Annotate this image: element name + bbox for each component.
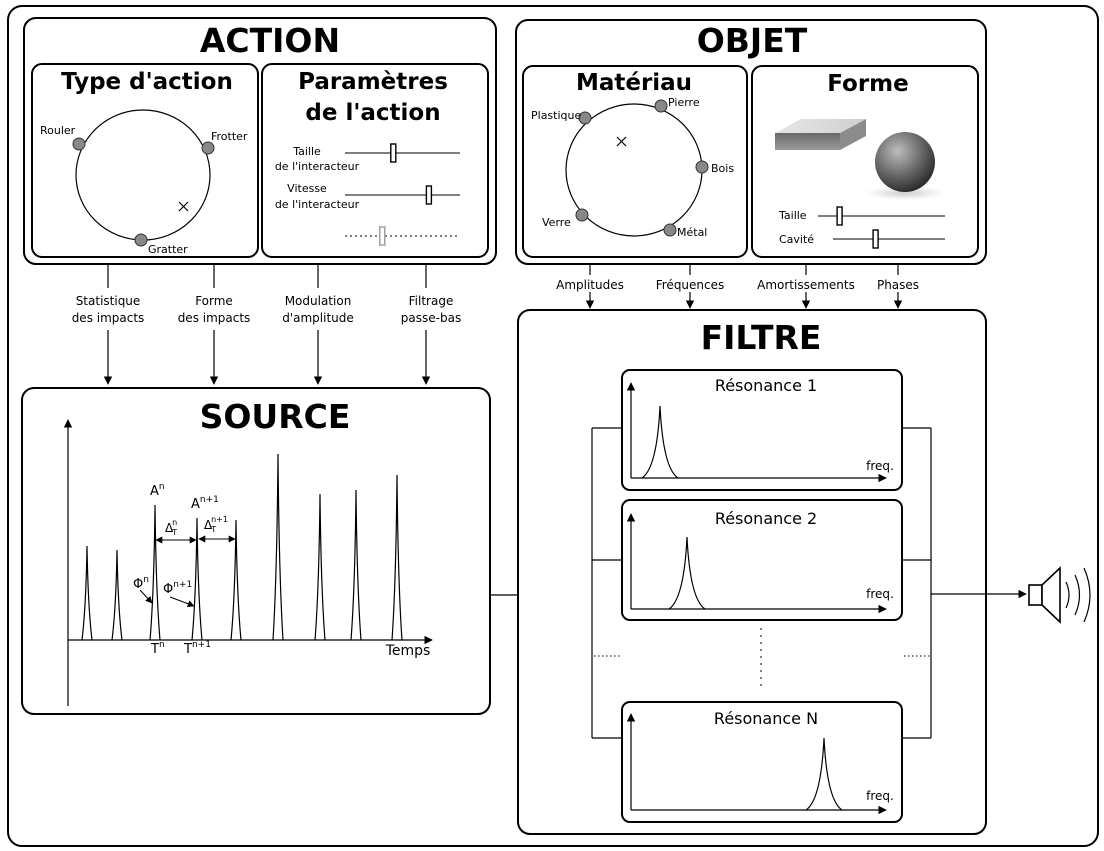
params-title-line1: Paramètres [298,69,448,95]
impulse-6 [272,453,284,641]
slider-forme-taille-handle[interactable] [836,206,843,226]
label-tn: Tn [150,640,165,657]
params-panel [261,63,489,258]
resonance-1-box [621,369,903,491]
link-frequences: Fréquences [656,278,725,292]
materiau-title: Matériau [576,70,692,96]
objet-block: OBJET Matériau Plastique Pierre Bois Mét… [515,19,987,265]
resonance-1-xlabel: freq. [866,459,894,473]
label-phi-n1: Φn+1 [163,580,192,597]
resonance-n-peak [805,737,843,811]
bar-shape-icon [775,119,866,150]
label-delta-n1: ΔTn+1 [204,515,228,534]
resonance-2-xlabel: freq. [866,587,894,601]
filtre-block: FILTRE Résonance 1 freq. Résonance 2 fre… [517,309,987,835]
point-gratter[interactable] [134,233,148,247]
label-metal: Métal [677,226,707,239]
label-tn1: Tn+1 [183,640,211,657]
resonance-2-title: Résonance 2 [715,509,817,528]
label-plastique: Plastique [531,109,581,122]
impulse-8 [350,489,362,641]
slider-taille-handle[interactable] [390,143,397,163]
impulse-2 [111,549,123,641]
resonance-2-box [621,499,903,621]
forme-panel [751,65,979,258]
link-statistique-2: des impacts [72,311,145,325]
label-frotter: Frotter [211,130,248,143]
point-bois[interactable] [695,160,709,174]
slider-vitesse-label-2: de l'interacteur [275,198,360,211]
slider-ghost-handle[interactable] [379,226,386,246]
source-xlabel: Temps [385,643,431,659]
slider-forme-taille-label: Taille [778,209,807,222]
slider-vitesse-label-1: Vitesse [287,182,327,195]
source-box [21,387,491,715]
point-rouler[interactable] [72,137,86,151]
params-title-line2: de l'action [305,100,440,126]
link-amortissements: Amortissements [757,278,855,292]
impulse-1 [81,545,93,641]
label-rouler: Rouler [40,124,76,137]
slider-taille-label-1: Taille [292,145,321,158]
label-verre: Verre [542,216,571,229]
link-statistique-1: Statistique [76,294,141,308]
slider-cavite-handle[interactable] [872,229,879,249]
speaker-icon [1028,566,1091,624]
point-pierre[interactable] [654,99,668,113]
label-phi-n: Φn [133,575,149,592]
label-an1: An+1 [191,495,219,512]
forme-title: Forme [827,71,909,97]
objet-filtre-links: Amplitudes Fréquences Amortissements Pha… [556,264,919,309]
filtre-title: FILTRE [701,318,822,357]
label-bois: Bois [711,162,734,175]
resonance-n-box [621,701,903,823]
phi-n-arrow [139,589,153,604]
impulse-train [81,453,403,641]
objet-title: OBJET [697,21,808,60]
link-modulation-2: d'amplitude [282,311,354,325]
impulse-9 [391,474,403,641]
phi-n1-arrow [169,596,195,608]
link-filtrage-1: Filtrage [409,294,454,308]
resonance-2-peak [668,536,706,610]
slider-cavite-label: Cavité [779,233,814,246]
cross-marker-materiau [616,136,627,147]
point-frotter[interactable] [201,141,215,155]
action-source-links: Statistique des impacts Forme des impact… [72,264,461,385]
link-phases: Phases [877,278,919,292]
resonance-n-title: Résonance N [714,709,818,728]
cross-marker-action [178,201,189,212]
label-gratter: Gratter [148,243,188,256]
point-metal[interactable] [663,223,677,237]
impulse-3 [149,504,161,641]
type-action-panel [31,63,259,258]
point-plastique[interactable] [578,111,592,125]
impulse-4 [191,517,203,641]
resonance-1-title: Résonance 1 [715,376,817,395]
slider-taille-label-2: de l'interacteur [275,160,360,173]
source-block: SOURCE Temps An An+1 ΔTn ΔTn+1 Φn Φn+1 T… [21,387,491,715]
link-forme-1: Forme [195,294,233,308]
point-verre[interactable] [575,208,589,222]
source-title: SOURCE [200,397,351,436]
impulse-7 [314,493,326,641]
label-pierre: Pierre [668,96,700,109]
label-an: An [150,482,165,499]
sphere-shape-icon [865,132,945,200]
type-action-title: Type d'action [61,69,233,95]
link-forme-2: des impacts [178,311,251,325]
link-filtrage-2: passe-bas [401,311,461,325]
label-delta-n: ΔTn [165,518,177,537]
resonance-n-xlabel: freq. [866,789,894,803]
action-title: ACTION [200,21,340,60]
action-block: ACTION Type d'action Rouler Frotter Grat… [23,17,497,265]
link-modulation-1: Modulation [285,294,352,308]
impulse-5 [230,519,242,641]
slider-vitesse-handle[interactable] [425,185,433,205]
resonance-1-peak [641,405,679,479]
link-amplitudes: Amplitudes [556,278,624,292]
